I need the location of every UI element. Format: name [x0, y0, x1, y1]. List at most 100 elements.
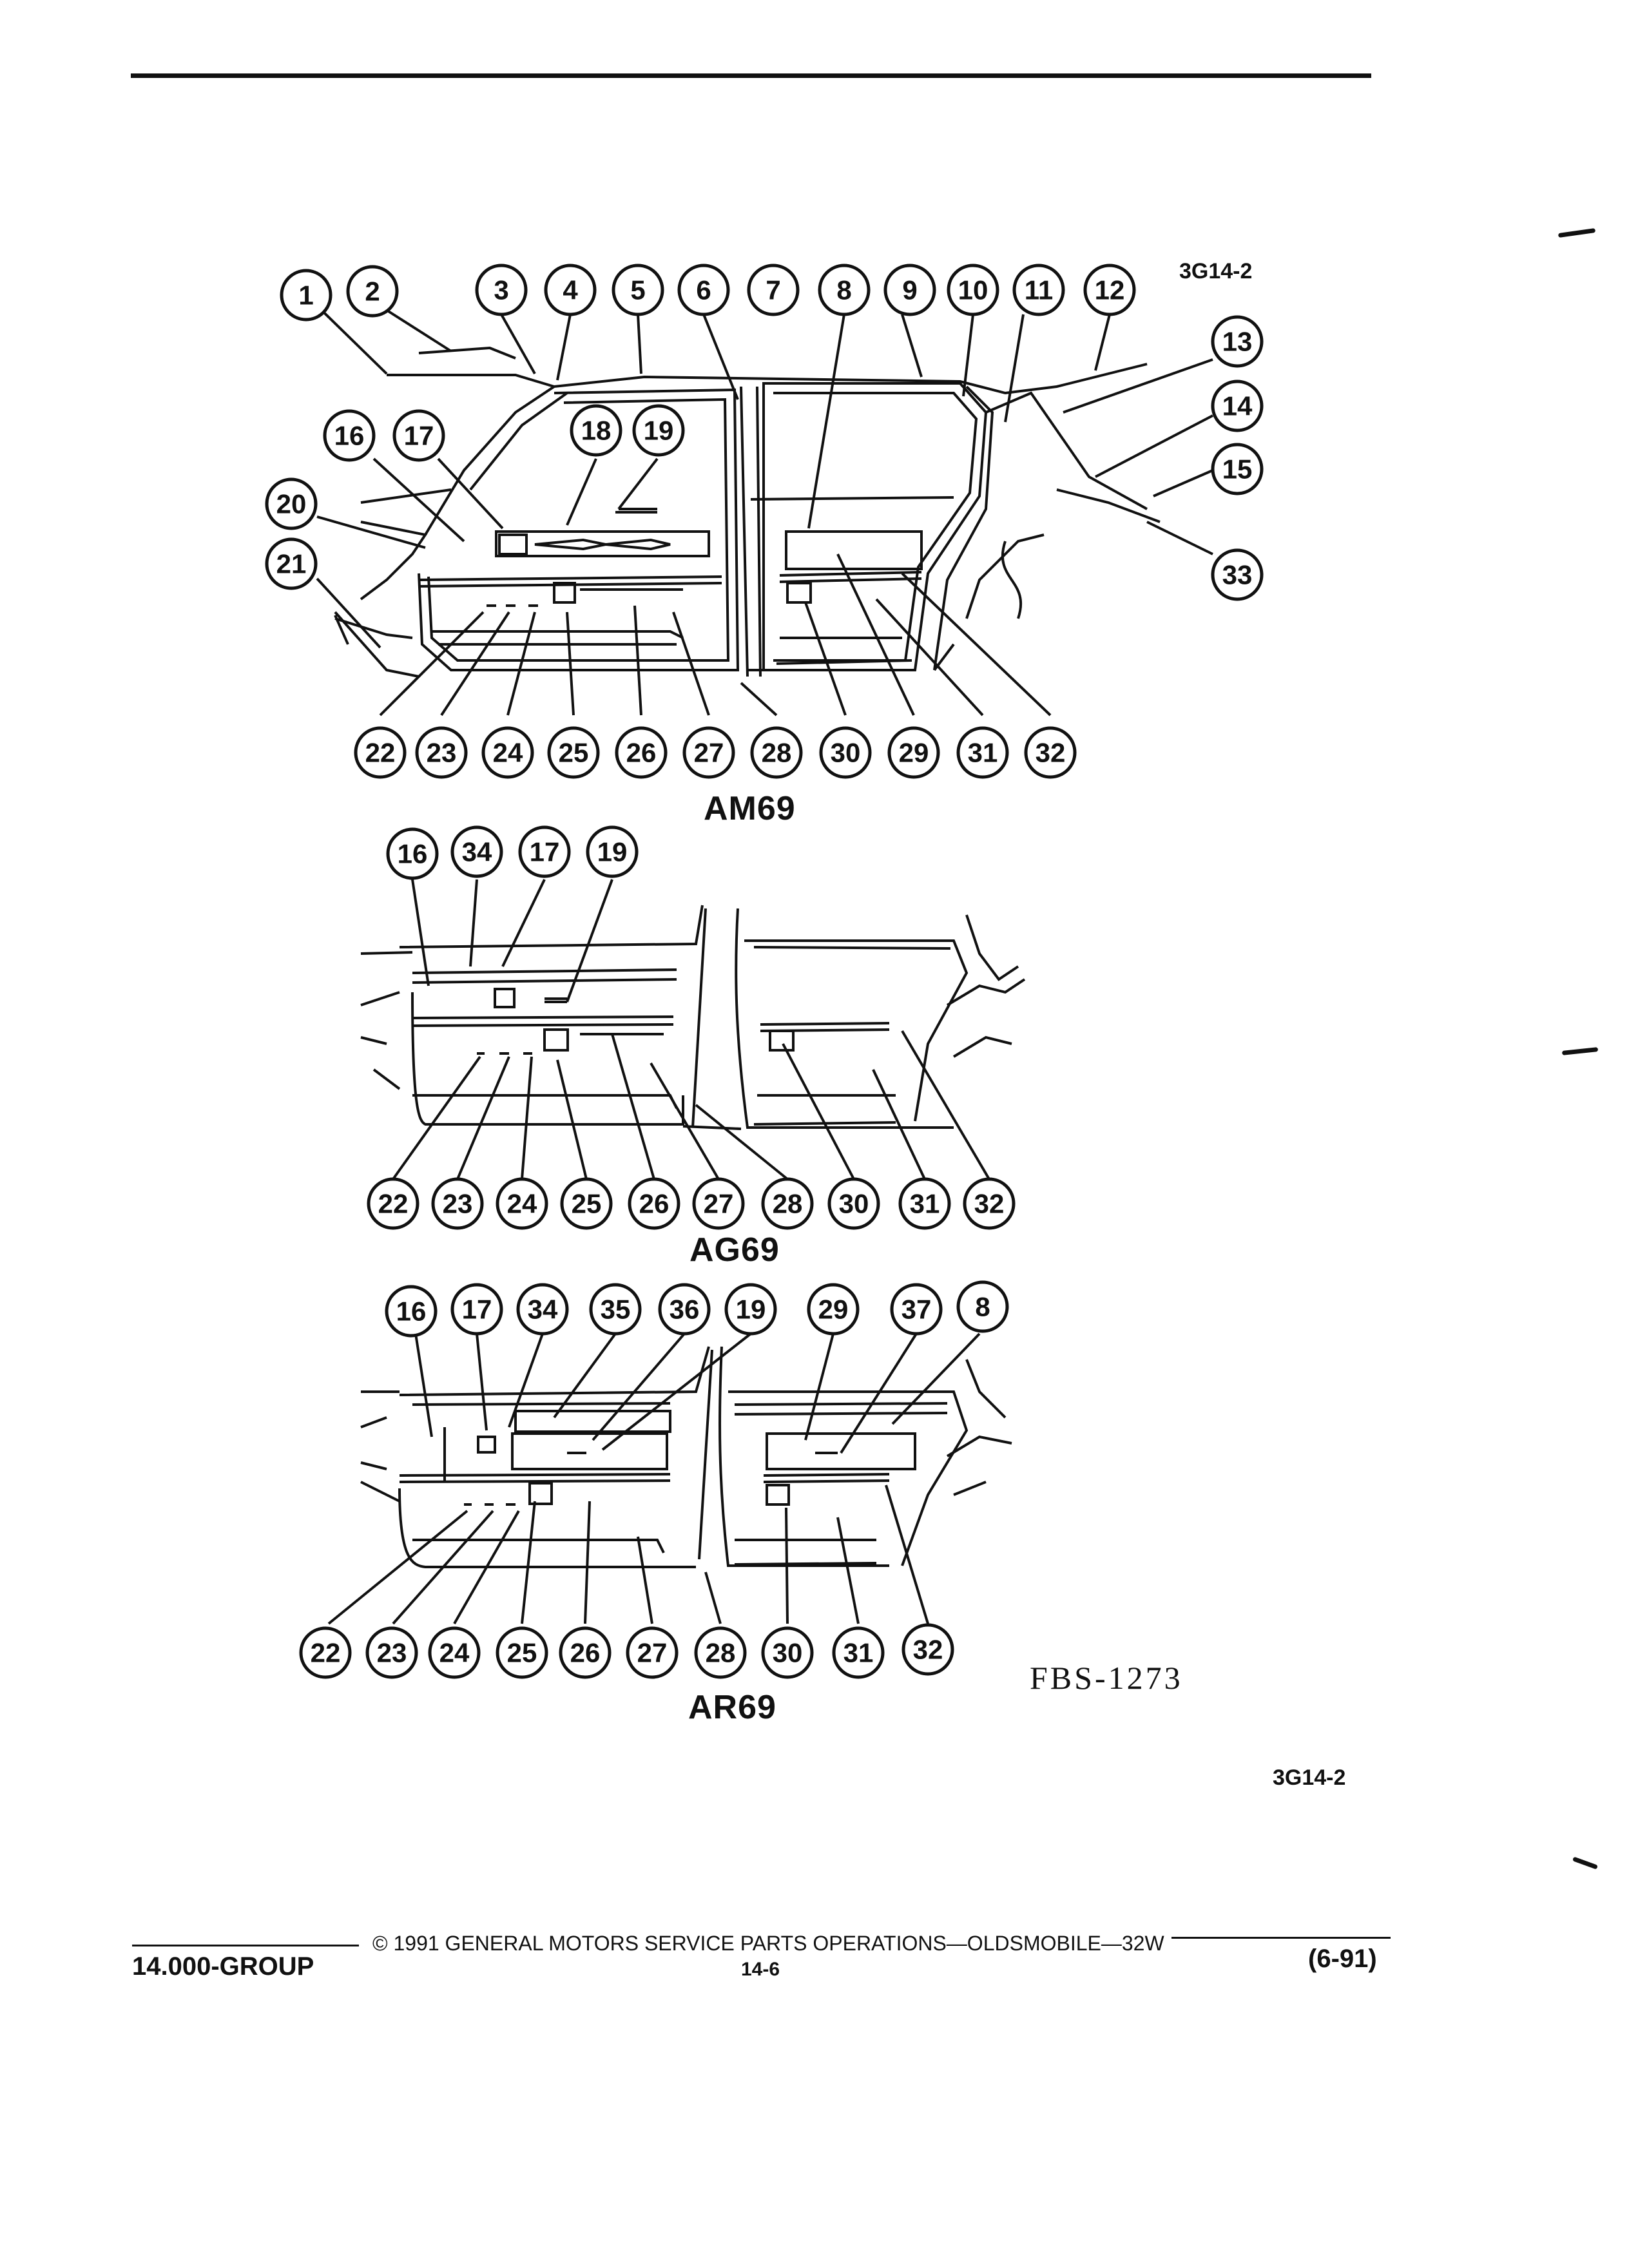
callout-19: 19: [632, 404, 685, 457]
svg-text:36: 36: [670, 1294, 700, 1325]
callout-26: 26: [559, 1626, 612, 1679]
view-title-ar69: AR69: [688, 1689, 776, 1726]
callout-31: 31: [956, 726, 1009, 779]
callout-3: 3: [475, 264, 528, 316]
callout-36: 36: [658, 1283, 711, 1336]
callout-26: 26: [628, 1177, 680, 1230]
callout-22: 22: [354, 726, 407, 779]
svg-text:22: 22: [378, 1189, 409, 1219]
svg-text:31: 31: [968, 738, 998, 768]
svg-text:23: 23: [443, 1189, 473, 1219]
callout-5: 5: [612, 264, 664, 316]
svg-text:24: 24: [439, 1638, 470, 1668]
callout-27: 27: [692, 1177, 745, 1230]
svg-text:26: 26: [570, 1638, 601, 1668]
callout-7: 7: [747, 264, 800, 316]
svg-text:13: 13: [1222, 327, 1253, 357]
callout-29: 29: [887, 726, 940, 779]
callout-16: 16: [323, 409, 376, 462]
callout-27: 27: [682, 726, 735, 779]
svg-text:21: 21: [276, 549, 307, 579]
callout-2: 2: [346, 265, 399, 318]
callout-30: 30: [827, 1177, 880, 1230]
svg-text:27: 27: [704, 1189, 734, 1219]
svg-text:8: 8: [836, 275, 851, 305]
svg-text:10: 10: [958, 275, 988, 305]
svg-text:34: 34: [462, 837, 492, 867]
svg-text:30: 30: [773, 1638, 803, 1668]
callout-28: 28: [750, 726, 803, 779]
footer-rule-right: [1171, 1937, 1391, 1939]
callout-17: 17: [450, 1283, 503, 1336]
view-title-ag69: AG69: [689, 1231, 780, 1269]
callout-11: 11: [1012, 264, 1065, 316]
callout-25: 25: [560, 1177, 613, 1230]
callout-14: 14: [1211, 380, 1264, 432]
svg-text:26: 26: [639, 1189, 670, 1219]
svg-text:24: 24: [493, 738, 523, 768]
svg-text:30: 30: [831, 738, 861, 768]
ag69-callouts: 16 34 17 19 22 23 24 25 26 27 28 30 31 3…: [367, 825, 1016, 1230]
svg-text:28: 28: [706, 1638, 736, 1668]
ag69-illustration: [360, 905, 1026, 1130]
ar69-illustration: [360, 1346, 1012, 1568]
svg-text:19: 19: [597, 837, 628, 867]
callout-24: 24: [496, 1177, 548, 1230]
callout-1: 1: [280, 269, 333, 322]
svg-text:19: 19: [644, 416, 674, 446]
callout-23: 23: [431, 1177, 484, 1230]
svg-text:19: 19: [736, 1294, 766, 1325]
footer-rule-left: [132, 1945, 359, 1946]
am69-callouts: 1 2 3 4 5 6 7 8 9 10 11 12 13 14 15 16 1…: [265, 264, 1264, 779]
callout-22: 22: [299, 1626, 352, 1679]
svg-text:9: 9: [902, 275, 917, 305]
svg-text:23: 23: [427, 738, 457, 768]
ar69-leaders: [327, 1332, 981, 1625]
callout-37: 37: [890, 1283, 943, 1336]
svg-text:28: 28: [762, 738, 792, 768]
callout-30: 30: [761, 1626, 814, 1679]
callout-8: 8: [956, 1280, 1009, 1333]
svg-text:23: 23: [377, 1638, 407, 1668]
svg-text:25: 25: [559, 738, 589, 768]
callout-27: 27: [626, 1626, 679, 1679]
svg-text:2: 2: [365, 276, 380, 307]
svg-text:17: 17: [530, 837, 560, 867]
callout-16: 16: [385, 1285, 438, 1338]
svg-text:12: 12: [1095, 275, 1125, 305]
svg-text:25: 25: [507, 1638, 537, 1668]
callout-4: 4: [544, 264, 597, 316]
footer-date: (6-91): [1308, 1945, 1377, 1973]
svg-text:4: 4: [563, 275, 578, 305]
svg-text:24: 24: [507, 1189, 537, 1219]
callout-10: 10: [947, 264, 999, 316]
svg-text:34: 34: [528, 1294, 558, 1325]
svg-text:22: 22: [365, 738, 396, 768]
callout-17: 17: [518, 825, 571, 878]
svg-text:17: 17: [462, 1294, 492, 1325]
callout-30: 30: [819, 726, 872, 779]
svg-text:31: 31: [843, 1638, 874, 1668]
callout-28: 28: [694, 1626, 747, 1679]
callout-28: 28: [761, 1177, 814, 1230]
ar69-callouts: 16 17 34 35 36 19 29 37 8 22 23 24 25 26…: [299, 1280, 1009, 1679]
svg-text:35: 35: [601, 1294, 631, 1325]
svg-text:32: 32: [913, 1635, 943, 1665]
callout-24: 24: [481, 726, 534, 779]
svg-text:6: 6: [696, 275, 711, 305]
callout-32: 32: [901, 1623, 954, 1676]
drawing-reference: FBS-1273: [1030, 1660, 1183, 1696]
figure-code-top: 3G14-2: [1179, 259, 1253, 284]
callout-22: 22: [367, 1177, 419, 1230]
callout-31: 31: [898, 1177, 951, 1230]
svg-text:8: 8: [975, 1292, 990, 1322]
am69-leaders: [305, 294, 1213, 716]
svg-text:15: 15: [1222, 454, 1253, 485]
callout-26: 26: [615, 726, 668, 779]
svg-text:37: 37: [901, 1294, 932, 1325]
svg-text:18: 18: [581, 416, 612, 446]
svg-text:25: 25: [572, 1189, 602, 1219]
callout-34: 34: [516, 1283, 569, 1336]
callout-6: 6: [677, 264, 730, 316]
